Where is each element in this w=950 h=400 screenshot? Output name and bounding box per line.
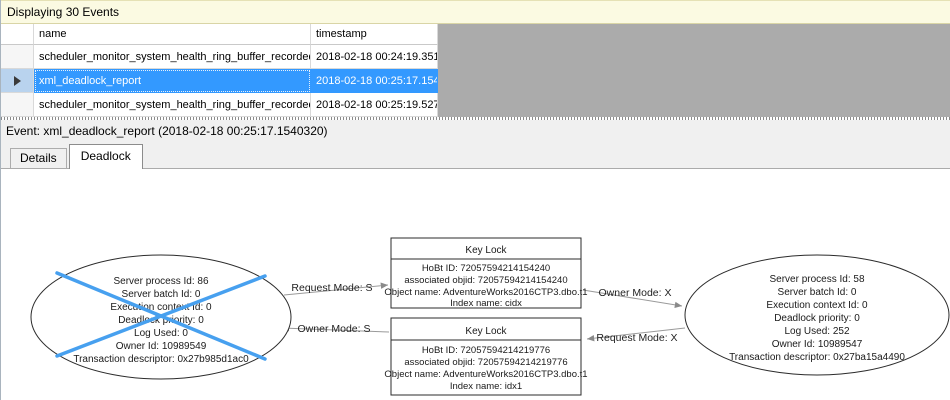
lock-attr: Index name: idx1 <box>450 381 522 392</box>
lock-attr: Index name: cidx <box>450 298 522 309</box>
process-attr: Owner Id: 10989549 <box>116 341 207 352</box>
process-attr: Execution context Id: 0 <box>110 302 212 313</box>
process-attr: Server process Id: 58 <box>769 274 864 285</box>
events-grid: name timestamp scheduler_monitor_system_… <box>1 24 438 117</box>
process-attr: Deadlock priority: 0 <box>774 313 860 324</box>
process-attr: Transaction descriptor: 0x27ba15a4490 <box>729 352 905 363</box>
lock-attr: Object name: AdventureWorks2016CTP3.dbo.… <box>384 287 587 298</box>
edge-request-x: Request Mode: X <box>586 327 686 344</box>
victim-cross-icon <box>55 271 267 361</box>
lock-node-bottom[interactable]: Key Lock HoBt ID: 72057594214219776 asso… <box>384 317 588 396</box>
lock-attr: Object name: AdventureWorks2016CTP3.dbo.… <box>384 369 587 380</box>
deadlock-graph-panel: Request Mode: S Owner Mode: S Owner Mode… <box>1 168 950 399</box>
deadlock-graph: Request Mode: S Owner Mode: S Owner Mode… <box>30 237 950 396</box>
lock-node-top[interactable]: Key Lock HoBt ID: 72057594214154240 asso… <box>384 237 588 309</box>
event-timestamp-cell[interactable]: 2018-02-18 00:25:17.1540320 <box>311 69 438 93</box>
event-name-cell[interactable]: scheduler_monitor_system_health_ring_buf… <box>34 45 311 69</box>
column-header-timestamp[interactable]: timestamp <box>311 24 438 45</box>
edge-owner-s: Owner Mode: S <box>281 323 390 335</box>
edge-request-s: Request Mode: S <box>283 282 389 296</box>
process-attr: Execution context Id: 0 <box>766 300 868 311</box>
event-name-cell[interactable]: scheduler_monitor_system_health_ring_buf… <box>34 93 311 117</box>
grid-detail-splitter[interactable] <box>1 117 950 120</box>
edge-owner-x: Owner Mode: X <box>582 287 683 309</box>
edge-label: Request Mode: X <box>596 332 677 344</box>
process-attr: Server batch Id: 0 <box>122 289 201 300</box>
lock-attr: HoBt ID: 72057594214154240 <box>422 263 550 274</box>
process-attr: Server batch Id: 0 <box>778 287 857 298</box>
process-attr: Transaction descriptor: 0x27b985d1ac0 <box>73 354 249 365</box>
row-header-cell[interactable] <box>1 69 34 93</box>
tab-deadlock[interactable]: Deadlock <box>68 144 143 169</box>
process-node-victim[interactable]: Server process Id: 86 Server batch Id: 0… <box>30 254 292 380</box>
lock-attr: associated objid: 72057594214219776 <box>404 357 567 368</box>
grid-header-row: name timestamp <box>1 24 438 45</box>
lock-attr: associated objid: 72057594214154240 <box>404 275 567 286</box>
column-header-name[interactable]: name <box>34 24 311 45</box>
lock-title: Key Lock <box>465 245 507 256</box>
process-attr: Deadlock priority: 0 <box>118 315 204 326</box>
lock-attr: HoBt ID: 72057594214219776 <box>422 345 550 356</box>
edge-label: Request Mode: S <box>291 282 372 294</box>
table-row[interactable]: scheduler_monitor_system_health_ring_buf… <box>1 93 438 117</box>
event-timestamp-cell[interactable]: 2018-02-18 00:25:19.5276859 <box>311 93 438 117</box>
process-attr: Log Used: 252 <box>784 326 849 337</box>
process-attr: Log Used: 0 <box>134 328 188 339</box>
process-node[interactable]: Server process Id: 58 Server batch Id: 0… <box>684 254 950 376</box>
tab-details[interactable]: Details <box>10 148 67 168</box>
table-row[interactable]: scheduler_monitor_system_health_ring_buf… <box>1 45 438 69</box>
edge-label: Owner Mode: S <box>298 323 371 335</box>
edge-label: Owner Mode: X <box>599 287 672 299</box>
current-row-arrow-icon <box>13 75 21 86</box>
selected-event-caption: Event: xml_deadlock_report (2018-02-18 0… <box>1 120 950 143</box>
table-row-selected[interactable]: xml_deadlock_report 2018-02-18 00:25:17.… <box>1 69 438 93</box>
event-timestamp-cell[interactable]: 2018-02-18 00:24:19.3516078 <box>311 45 438 69</box>
row-header-cell[interactable] <box>1 93 34 117</box>
process-attr: Server process Id: 86 <box>113 276 208 287</box>
lock-title: Key Lock <box>465 326 507 337</box>
detail-tab-strip: Details Deadlock <box>1 143 950 169</box>
process-attr: Owner Id: 10989547 <box>772 339 863 350</box>
events-count-bar: Displaying 30 Events <box>1 0 950 24</box>
row-header-cell[interactable] <box>1 45 34 69</box>
events-table-region: name timestamp scheduler_monitor_system_… <box>1 24 950 117</box>
grid-corner-cell[interactable] <box>1 24 34 45</box>
event-name-cell[interactable]: xml_deadlock_report <box>34 69 311 93</box>
